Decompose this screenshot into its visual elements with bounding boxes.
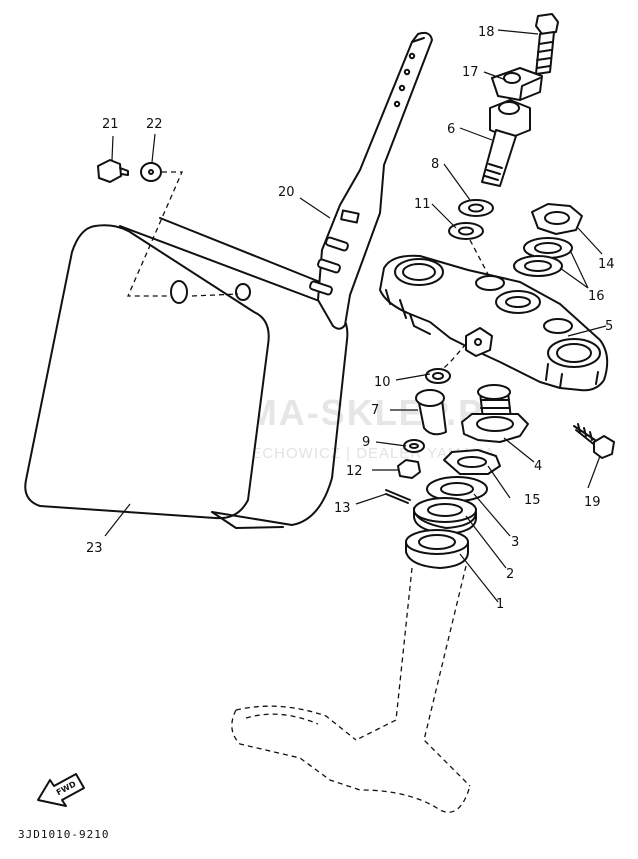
damper	[448, 222, 484, 240]
callout-5: 5	[605, 319, 613, 334]
callout-9: 9	[362, 435, 370, 450]
washers	[513, 237, 573, 277]
callout-21: 21	[102, 117, 119, 132]
callout-7: 7	[371, 403, 379, 418]
upper-bracket	[379, 254, 609, 392]
bearing-lower	[405, 529, 469, 569]
washer-plate	[140, 162, 162, 182]
callout-11: 11	[414, 197, 431, 212]
callout-16: 16	[588, 289, 605, 304]
collar	[415, 389, 447, 436]
callout-17: 17	[462, 65, 479, 80]
rubber-damper	[425, 368, 451, 384]
dust-seal	[426, 476, 488, 502]
callout-19: 19	[584, 495, 601, 510]
callout-13: 13	[334, 501, 351, 516]
callout-6: 6	[447, 122, 455, 137]
rubber-damper-bracket	[465, 327, 493, 357]
steering-nut	[531, 203, 583, 235]
callout-labels: 1 2 3 4 5 6 7 8 9 10 11 12 13 14 15 16 1…	[86, 25, 615, 612]
pinch-bolt	[573, 423, 615, 459]
bolt	[535, 13, 559, 75]
screw	[97, 159, 129, 183]
bearing-race	[413, 497, 477, 535]
washer-small	[403, 439, 425, 453]
assembly-line-plate-bolt	[191, 293, 239, 297]
assembly-line-plate	[127, 171, 183, 297]
callout-20: 20	[278, 185, 295, 200]
ring-nut	[461, 384, 529, 443]
leader-lines	[104, 29, 607, 603]
callout-8: 8	[431, 157, 439, 172]
steering-stem	[231, 565, 471, 813]
callout-12: 12	[346, 464, 363, 479]
upper-holder	[491, 67, 543, 101]
callout-10: 10	[374, 375, 391, 390]
handlebar-holder	[481, 99, 531, 187]
callout-2: 2	[506, 567, 514, 582]
number-plate	[24, 217, 349, 529]
callout-1: 1	[496, 597, 504, 612]
callout-4: 4	[534, 459, 542, 474]
callout-3: 3	[511, 535, 519, 550]
washer	[458, 199, 494, 217]
number-plate-stay	[309, 31, 433, 330]
callout-22: 22	[146, 117, 163, 132]
diagram-code: 3JD1010-9210	[18, 828, 109, 841]
lock-washer	[443, 449, 501, 475]
assembly-line-bracket	[439, 343, 467, 373]
callout-23: 23	[86, 541, 103, 556]
cotter-pin	[385, 489, 411, 504]
nut	[397, 459, 421, 479]
callout-14: 14	[598, 257, 615, 272]
callout-18: 18	[478, 25, 495, 40]
fwd-arrow-icon: FWD	[37, 773, 85, 807]
callout-15: 15	[524, 493, 541, 508]
assembly-line-holder	[469, 239, 491, 279]
